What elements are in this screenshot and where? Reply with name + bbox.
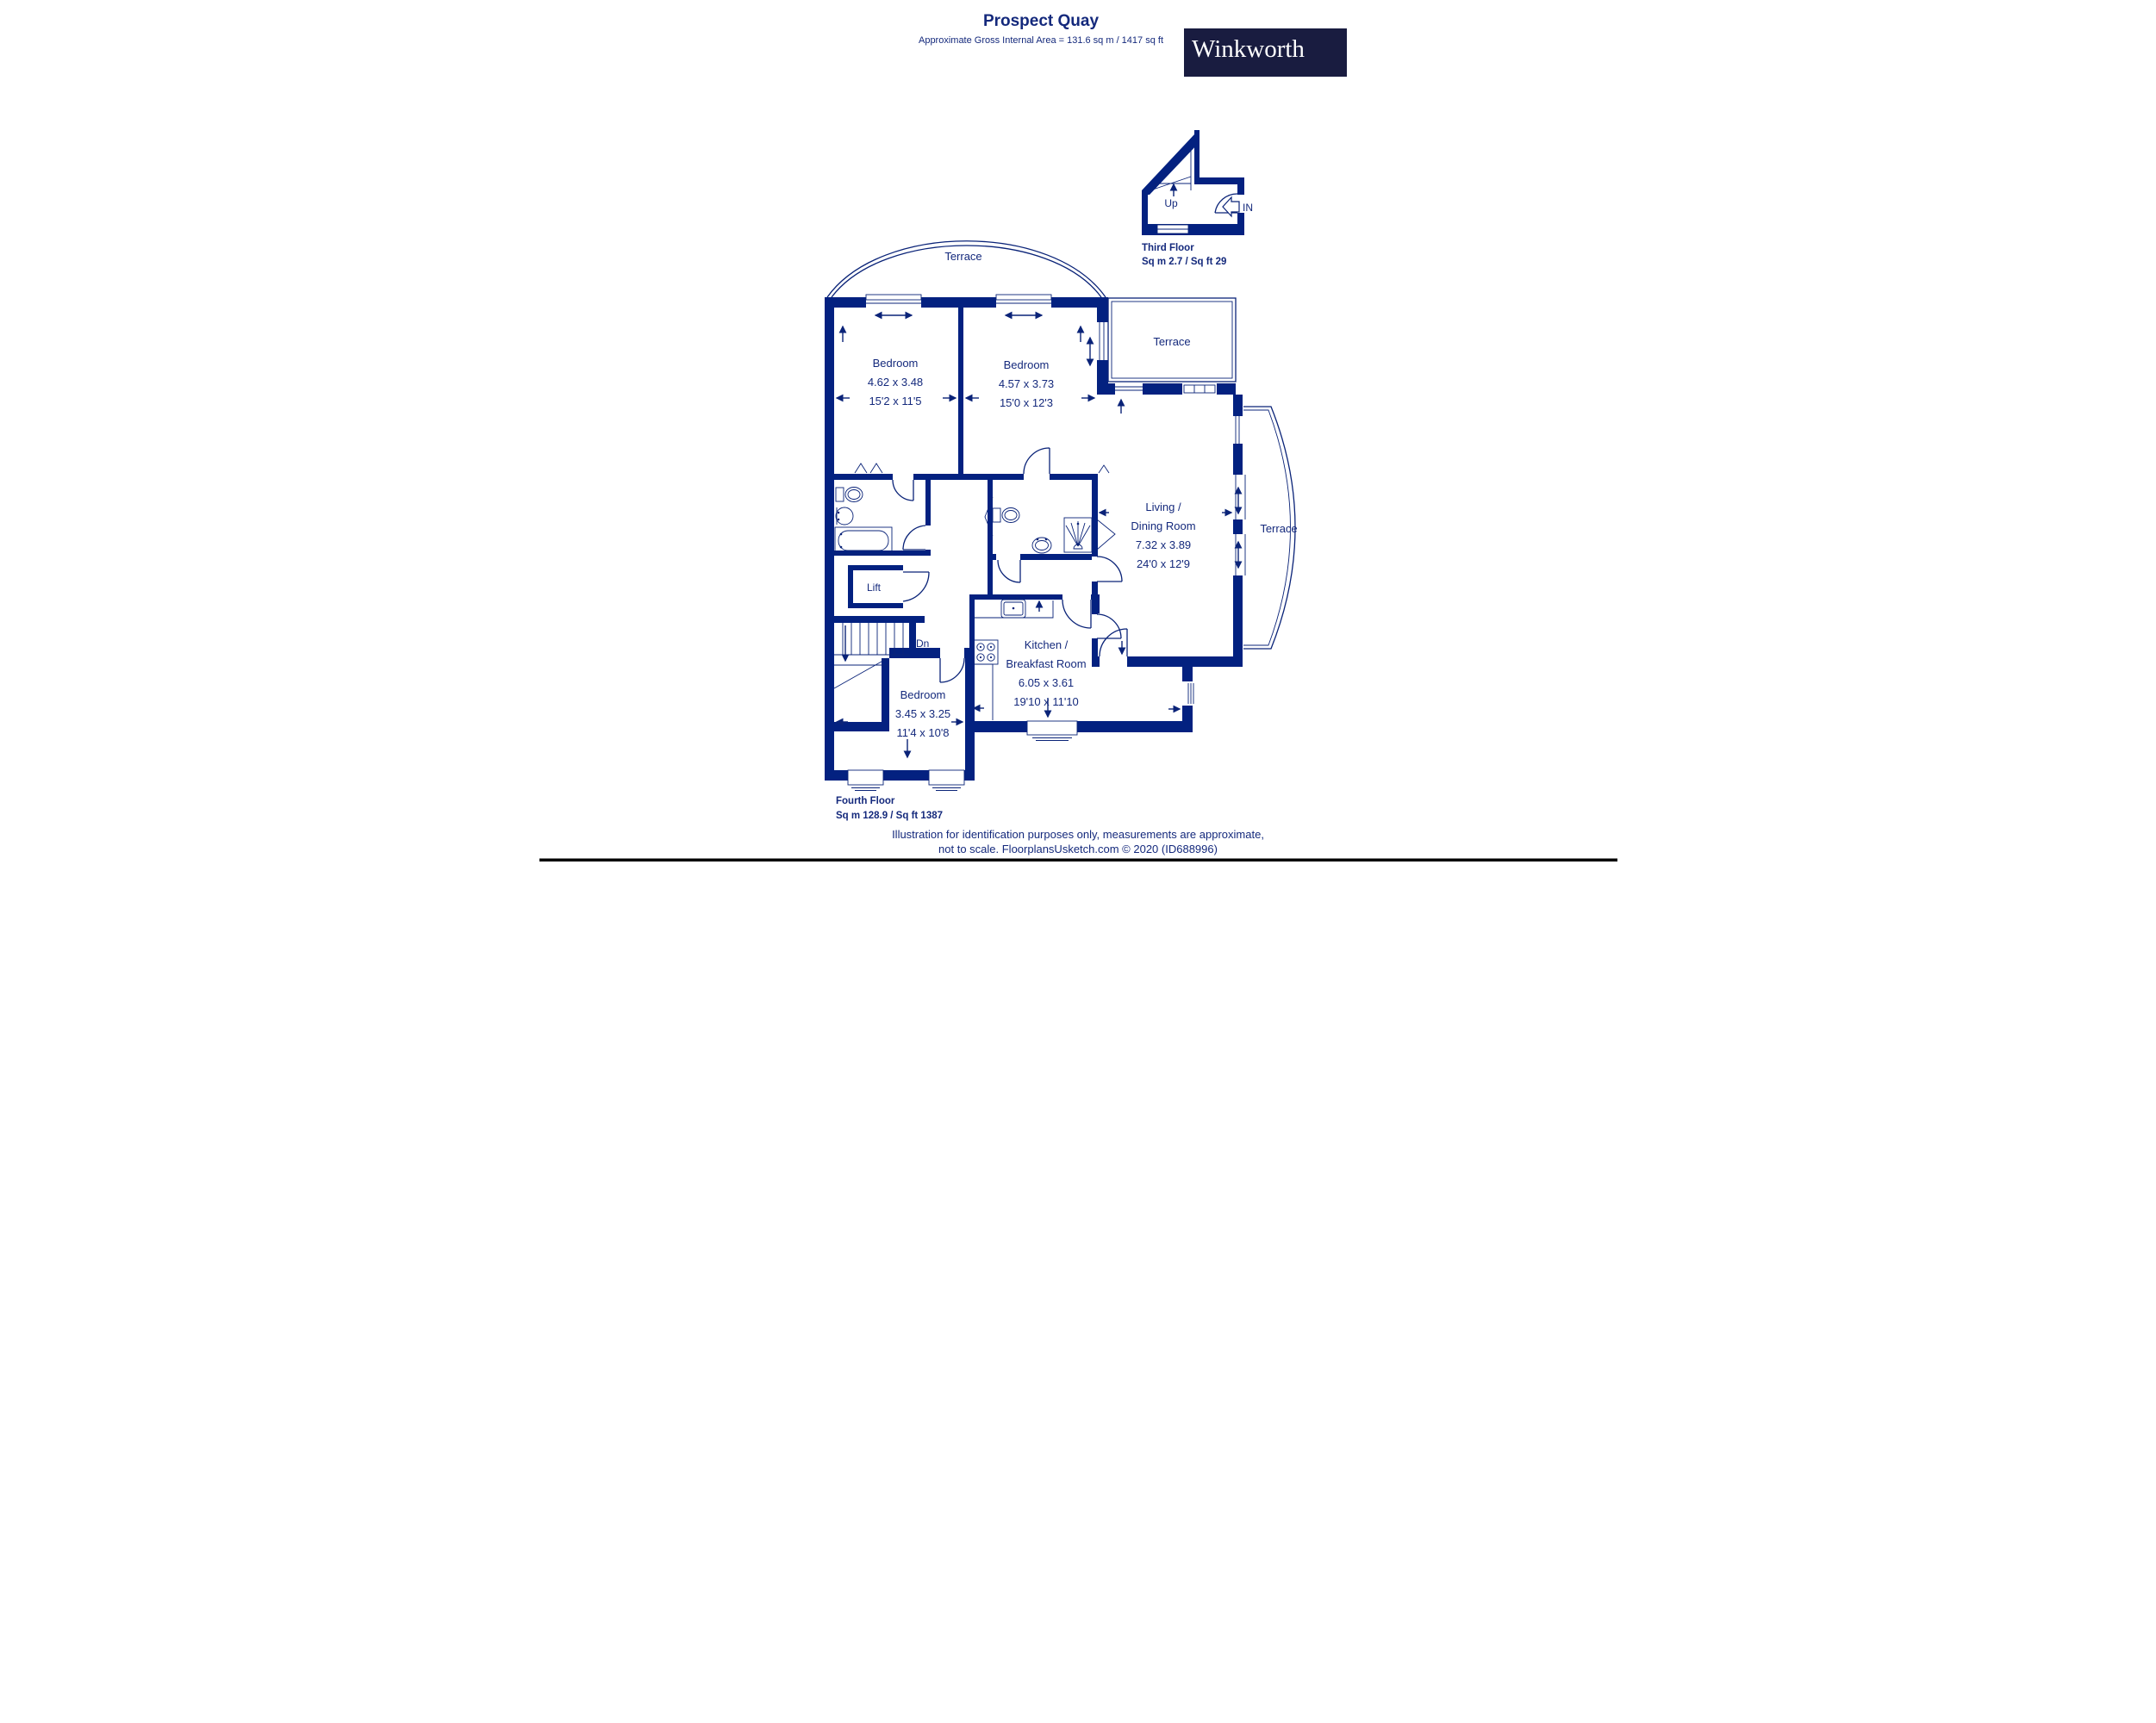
bathtub-icon [834,526,892,555]
third-floor-plan: Up IN Third Floor Sq m 2.7 / Sq ft 29 [1141,130,1253,267]
bottom-bar [539,858,1617,862]
terrace-top-outline [826,240,1106,298]
toilet-icon [992,507,1019,523]
basin-icon [835,507,853,526]
kitchen-sink-icon [1000,596,1025,619]
window [995,294,1051,301]
floorplan-canvas: Prospect Quay Approximate Gross Internal… [539,12,1617,862]
bathroom1-fixtures [834,487,892,555]
dimension-arrows [835,311,1243,759]
terrace-right-outline [1106,297,1237,383]
lift-label: Lift [866,582,881,594]
footer-line1: Illustration for identification purposes… [892,828,1264,841]
kitchen-imperial: 19'10 x 11'10 [1013,695,1079,708]
fourth-floor-plan: Terrace Bedroom 4.62 x 3.48 15'2 x 11'5 … [824,240,1297,821]
living-metric: 7.32 x 3.89 [1135,538,1190,551]
bedroom2-metric: 4.57 x 3.73 [998,377,1053,390]
bedroom1-imperial: 15'2 x 11'5 [869,395,921,407]
fourth-floor-name: Fourth Floor [836,796,895,806]
bay-window [928,769,964,786]
kitchen-name1: Kitchen / [1024,638,1068,651]
door-arc [1061,599,1092,629]
kitchen-fixtures [973,596,1053,720]
terrace-door [1183,384,1215,394]
wall-notch [984,496,993,537]
counter-edge [974,600,1053,619]
header: Prospect Quay Approximate Gross Internal… [918,12,1347,77]
footer-line2: not to scale. FloorplansUsketch.com © 20… [938,843,1218,855]
third-floor-area: Sq m 2.7 / Sq ft 29 [1142,257,1226,267]
entry-door-arc [1213,193,1237,214]
door-arc [901,525,925,550]
third-floor-walls [1141,130,1244,235]
bedroom1-metric: 4.62 x 3.48 [867,376,922,389]
lift-door-arc [902,571,930,602]
closet-door-chevron [1098,464,1109,474]
bedroom3-metric: 3.45 x 3.25 [894,707,950,720]
door-arc [938,657,965,683]
bay-windows [847,720,1077,791]
doors [854,447,1128,683]
kitchen-metric: 6.05 x 3.61 [1018,676,1073,689]
bedroom3-name: Bedroom [900,688,945,701]
shower-icon [1063,517,1092,553]
terrace-top-label: Terrace [944,250,981,263]
page-title: Prospect Quay [982,12,1099,30]
door-arc [1098,628,1128,657]
terrace-far-label: Terrace [1260,522,1297,535]
windows [865,294,1245,704]
fourth-floor-area: Sq m 128.9 / Sq ft 1387 [836,811,943,821]
door-arc [1022,447,1050,475]
hob-icon [973,639,998,665]
floorplan-page: Prospect Quay Approximate Gross Internal… [539,0,1617,862]
third-floor-name: Third Floor [1142,243,1194,253]
door-arc [1096,556,1123,582]
window [865,294,921,301]
down-label: Dn [916,638,929,650]
in-arrow-icon [1221,196,1240,218]
up-label: Up [1164,197,1178,209]
basin-icon [1031,537,1051,554]
brand-logo: Winkworth [1183,28,1347,77]
terrace-far-outline [1243,406,1296,650]
bedroom2-imperial: 15'0 x 12'3 [999,396,1052,409]
bay-window [847,769,883,786]
room-labels: Terrace Bedroom 4.62 x 3.48 15'2 x 11'5 … [866,250,1297,739]
bedroom3-imperial: 11'4 x 10'8 [896,726,949,739]
door-arc [891,479,914,501]
third-floor-stairs [1150,148,1191,196]
bay-window [1026,720,1077,736]
page-subtitle: Approximate Gross Internal Area = 131.6 … [918,35,1162,46]
living-name2: Dining Room [1131,519,1195,532]
logo-background [1183,28,1347,77]
kitchen-name2: Breakfast Room [1006,657,1086,670]
living-imperial: 24'0 x 12'9 [1136,557,1189,570]
closet-door-chevrons [854,463,882,474]
in-label: IN [1243,202,1253,214]
bathroom2-fixtures [992,507,1092,554]
closet-bifold-door [1096,519,1116,550]
counter-edge [974,663,993,720]
door-arc [1096,613,1122,639]
toilet-icon [835,487,863,502]
door-arc [996,559,1021,583]
living-name1: Living / [1145,501,1181,513]
terrace-right-label: Terrace [1153,335,1190,348]
third-floor-window [1156,224,1188,234]
footer: Illustration for identification purposes… [539,828,1617,862]
logo-text: Winkworth [1192,35,1305,63]
stairs-down [833,623,909,689]
bedroom2-name: Bedroom [1003,358,1049,371]
bedroom1-name: Bedroom [872,357,918,370]
